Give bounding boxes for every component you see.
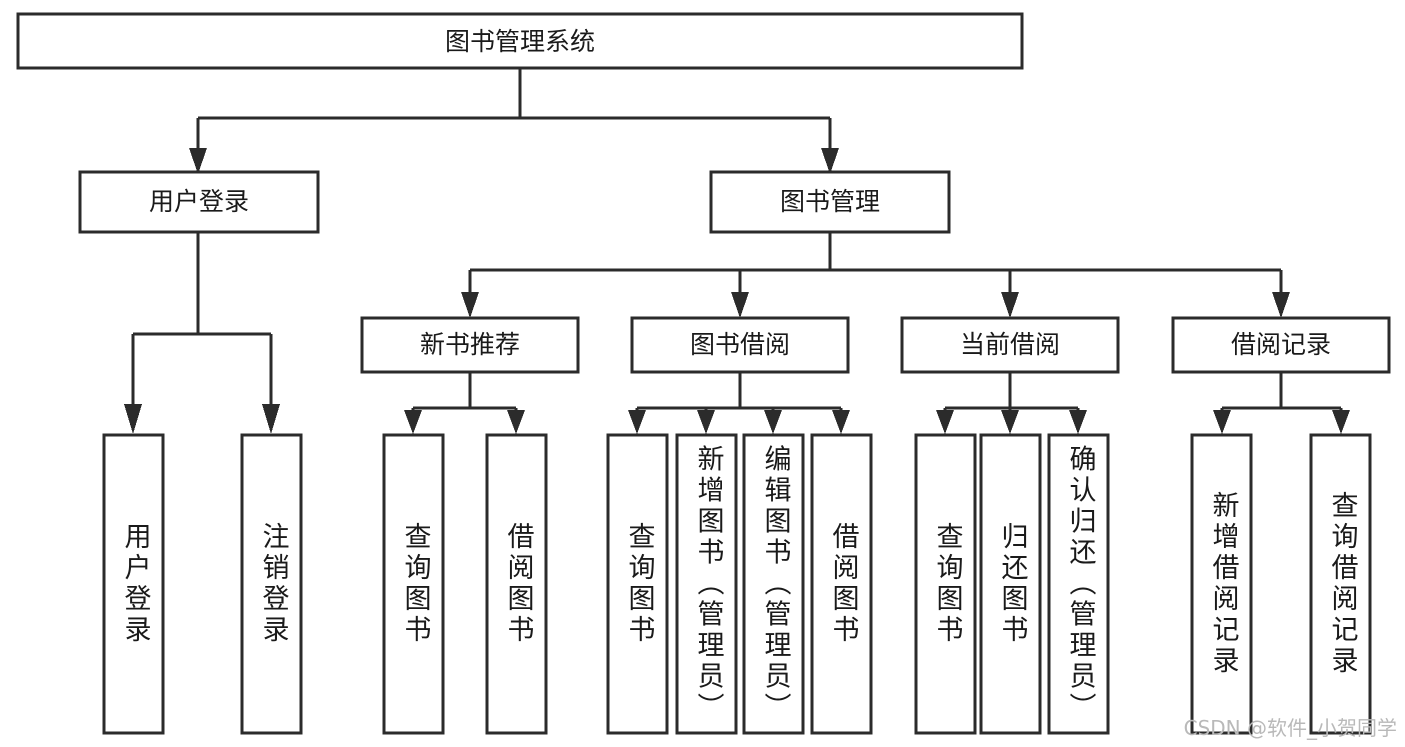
node-current-borrow-label: 当前借阅 [960, 330, 1060, 359]
node-borrow-record-box[interactable] [1171, 316, 1391, 374]
arrow-head-leaf-return-book [1001, 410, 1019, 434]
node-current-borrow[interactable]: 当前借阅 [900, 316, 1120, 374]
node-leaf-add-record-label: 新增借阅记录 [1208, 491, 1240, 677]
arrow-head-leaf-query-book-3 [936, 410, 954, 434]
arrow-head-leaf-confirm-return [1069, 410, 1087, 434]
node-leaf-logout-box[interactable] [240, 433, 303, 735]
node-new-book-rec-box[interactable] [360, 316, 580, 374]
node-new-book-rec-label: 新书推荐 [420, 330, 520, 359]
node-user-login-label: 用户登录 [149, 187, 249, 216]
arrow-head-user-login [189, 148, 207, 174]
node-leaf-user-login-box[interactable] [102, 433, 165, 735]
node-leaf-edit-book-label: 编辑图书（管理员） [760, 444, 792, 723]
node-leaf-borrow-book-2-box[interactable] [810, 433, 873, 735]
node-book-manage-label: 图书管理 [780, 187, 880, 216]
node-leaf-edit-book[interactable]: 编辑图书（管理员） [742, 433, 805, 735]
node-leaf-query-record-box[interactable] [1309, 433, 1372, 735]
node-leaf-return-book-label: 归还图书 [997, 522, 1029, 646]
node-leaf-query-book-3-box[interactable] [914, 433, 977, 735]
node-leaf-add-record[interactable]: 新增借阅记录 [1190, 433, 1253, 735]
node-leaf-query-book-1[interactable]: 查询图书 [382, 433, 445, 735]
arrow-head-leaf-add-record [1213, 410, 1231, 434]
connector-layer [124, 67, 1350, 434]
node-root-label: 图书管理系统 [445, 27, 595, 56]
node-book-manage-box[interactable] [709, 170, 951, 234]
arrow-head-leaf-borrow-book-2 [832, 410, 850, 434]
node-current-borrow-box[interactable] [900, 316, 1120, 374]
node-leaf-confirm-return-box[interactable] [1047, 433, 1110, 735]
node-leaf-borrow-book-2-label: 借阅图书 [828, 522, 860, 646]
node-borrow-record[interactable]: 借阅记录 [1171, 316, 1391, 374]
node-book-borrow[interactable]: 图书借阅 [630, 316, 850, 374]
arrow-head-new-book-rec [461, 292, 479, 318]
node-new-book-rec[interactable]: 新书推荐 [360, 316, 580, 374]
node-leaf-add-record-box[interactable] [1190, 433, 1253, 735]
arrow-head-leaf-query-book-2 [628, 410, 646, 434]
node-book-borrow-box[interactable] [630, 316, 850, 374]
node-leaf-query-book-3-label: 查询图书 [932, 522, 964, 646]
node-leaf-query-book-2[interactable]: 查询图书 [606, 433, 669, 735]
arrow-head-leaf-borrow-book-1 [507, 410, 525, 434]
arrow-head-leaf-query-book-1 [404, 410, 422, 434]
node-book-manage[interactable]: 图书管理 [709, 170, 951, 234]
arrow-head-leaf-user-login [124, 404, 142, 434]
arrow-head-leaf-query-record [1332, 410, 1350, 434]
node-leaf-confirm-return[interactable]: 确认归还（管理员） [1047, 433, 1110, 735]
arrow-head-leaf-edit-book [764, 410, 782, 434]
node-leaf-user-login-label: 用户登录 [120, 522, 152, 646]
node-leaf-edit-book-box[interactable] [742, 433, 805, 735]
node-leaf-borrow-book-1-box[interactable] [485, 433, 548, 735]
node-root[interactable]: 图书管理系统 [16, 12, 1024, 70]
node-root-box[interactable] [16, 12, 1024, 70]
node-user-login[interactable]: 用户登录 [78, 170, 320, 234]
node-leaf-query-record[interactable]: 查询借阅记录 [1309, 433, 1372, 735]
node-leaf-return-book[interactable]: 归还图书 [979, 433, 1042, 735]
node-leaf-return-book-box[interactable] [979, 433, 1042, 735]
node-leaf-borrow-book-2[interactable]: 借阅图书 [810, 433, 873, 735]
arrow-head-borrow-record [1272, 292, 1290, 318]
node-leaf-logout-label: 注销登录 [258, 522, 290, 646]
arrow-head-book-manage [821, 148, 839, 174]
node-leaf-add-book-label: 新增图书（管理员） [693, 444, 725, 723]
node-leaf-query-book-2-label: 查询图书 [624, 522, 656, 646]
node-leaf-borrow-book-1[interactable]: 借阅图书 [485, 433, 548, 735]
node-book-borrow-label: 图书借阅 [690, 330, 790, 359]
node-leaf-query-book-1-box[interactable] [382, 433, 445, 735]
node-leaf-query-book-1-label: 查询图书 [400, 522, 432, 646]
node-leaf-query-book-3[interactable]: 查询图书 [914, 433, 977, 735]
node-leaf-logout[interactable]: 注销登录 [240, 433, 303, 735]
node-user-login-box[interactable] [78, 170, 320, 234]
arrow-head-leaf-logout [262, 404, 280, 434]
arrow-head-book-borrow [731, 292, 749, 318]
node-borrow-record-label: 借阅记录 [1231, 330, 1331, 359]
node-leaf-add-book-box[interactable] [675, 433, 738, 735]
node-leaf-borrow-book-1-label: 借阅图书 [503, 522, 535, 646]
node-leaf-user-login[interactable]: 用户登录 [102, 433, 165, 735]
node-leaf-query-record-label: 查询借阅记录 [1327, 491, 1359, 677]
node-leaf-confirm-return-label: 确认归还（管理员） [1065, 444, 1097, 723]
node-leaf-add-book[interactable]: 新增图书（管理员） [675, 433, 738, 735]
arrow-head-current-borrow [1001, 292, 1019, 318]
arrow-head-leaf-add-book [697, 410, 715, 434]
node-leaf-query-book-2-box[interactable] [606, 433, 669, 735]
